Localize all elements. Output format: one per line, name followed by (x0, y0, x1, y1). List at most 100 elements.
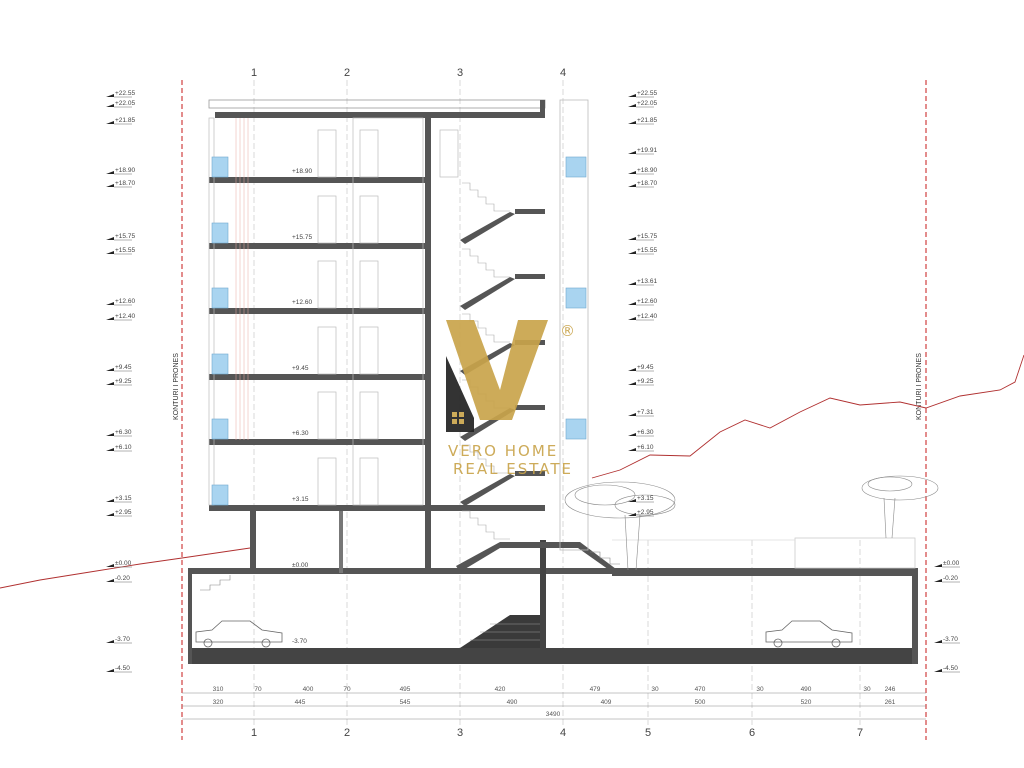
level-marker-icon (106, 121, 114, 124)
level-label: +2.95 (637, 509, 654, 516)
dimension-label: 30 (651, 686, 659, 693)
grid-label: 5 (645, 727, 651, 739)
level-label: +15.75 (115, 233, 135, 240)
level-marker-icon (106, 302, 114, 305)
right-level-markers: +22.55+22.05+21.85+19.91+18.90+18.70+15.… (628, 90, 657, 517)
level-marker-icon (628, 184, 636, 187)
basement (188, 540, 918, 664)
level-marker-icon (106, 237, 114, 240)
level-label: -0.20 (115, 575, 130, 582)
level-label: +18.90 (115, 167, 135, 174)
dimension-label: 261 (885, 699, 896, 706)
level-label: +15.55 (637, 247, 657, 254)
level-marker-icon (106, 640, 114, 643)
level-marker-icon (106, 94, 114, 97)
level-marker-icon (628, 237, 636, 240)
level-marker-icon (628, 171, 636, 174)
total-dimension: 3490 (546, 711, 561, 718)
far-right-level-markers: ±0.00-0.20-3.70-4.50 (934, 560, 960, 673)
level-label: -4.50 (115, 665, 130, 672)
level-label: +18.70 (637, 180, 657, 187)
grid-label: 7 (857, 727, 863, 739)
level-label: +22.55 (115, 90, 135, 97)
level-marker-icon (628, 513, 636, 516)
level-label: +3.15 (115, 495, 132, 502)
level-label: +6.10 (115, 444, 132, 451)
grid-label: 1 (251, 67, 257, 79)
level-marker-icon (628, 94, 636, 97)
grid-lines (253, 80, 861, 725)
level-label: +15.75 (637, 233, 657, 240)
dimension-label: 479 (590, 686, 601, 693)
terrain-line-left (0, 547, 251, 589)
floor-level: +12.60 (292, 299, 312, 306)
level-label: +22.55 (637, 90, 657, 97)
floor-level: +6.30 (292, 430, 309, 437)
property-lines (181, 80, 927, 740)
dimension-label: 310 (213, 686, 224, 693)
level-label: +22.05 (637, 100, 657, 107)
dimension-label: 470 (695, 686, 706, 693)
level-label: +12.40 (115, 313, 135, 320)
level-label: +18.70 (115, 180, 135, 187)
level-label: +6.30 (115, 429, 132, 436)
dimension-label: 545 (400, 699, 411, 706)
car-icon (195, 620, 283, 648)
level-label: +6.30 (637, 429, 654, 436)
level-marker-icon (628, 382, 636, 385)
level-label: +9.25 (637, 378, 654, 385)
level-marker-icon (628, 499, 636, 502)
level-label: +19.91 (637, 147, 657, 154)
floor-level: +3.15 (292, 496, 309, 503)
dimension-label: 70 (254, 686, 262, 693)
level-marker-icon (106, 513, 114, 516)
floor-level: +18.90 (292, 168, 312, 175)
level-marker-icon (934, 579, 942, 582)
grid-label: 3 (457, 67, 463, 79)
level-label: +6.10 (637, 444, 654, 451)
level-marker-icon (628, 251, 636, 254)
dimension-label: 30 (756, 686, 764, 693)
floor-level: +9.45 (292, 365, 309, 372)
level-marker-icon (106, 171, 114, 174)
dimension-label: 520 (801, 699, 812, 706)
floor-level: +15.75 (292, 234, 312, 241)
level-marker-icon (628, 302, 636, 305)
dimension-lines (182, 692, 926, 720)
level-label: +9.45 (115, 364, 132, 371)
tree-icon (861, 475, 939, 539)
brand-subtitle: REAL ESTATE (453, 460, 573, 478)
level-label: +21.85 (637, 117, 657, 124)
grid-label: 4 (560, 727, 566, 739)
level-label: ±0.00 (943, 560, 960, 567)
grid-labels-top: 1 2 3 4 (251, 67, 566, 79)
registered-mark: ® (560, 322, 577, 340)
dimension-label: 409 (601, 699, 612, 706)
dimension-label: 495 (400, 686, 411, 693)
left-level-markers: +22.55+22.05+21.85+18.90+18.70+15.75+15.… (106, 90, 135, 673)
level-marker-icon (934, 640, 942, 643)
level-marker-icon (106, 184, 114, 187)
level-marker-icon (628, 151, 636, 154)
level-label: -3.70 (115, 636, 130, 643)
level-marker-icon (106, 251, 114, 254)
level-marker-icon (628, 448, 636, 451)
brand-name: VERO HOME (448, 442, 558, 460)
dimension-label: 500 (695, 699, 706, 706)
level-marker-icon (106, 579, 114, 582)
level-label: -0.20 (943, 575, 958, 582)
level-label: +12.60 (115, 298, 135, 305)
level-marker-icon (628, 104, 636, 107)
level-label: +9.45 (637, 364, 654, 371)
level-marker-icon (628, 368, 636, 371)
terrain-line-right (591, 354, 1024, 479)
level-marker-icon (934, 564, 942, 567)
level-marker-icon (106, 433, 114, 436)
grid-label: 3 (457, 727, 463, 739)
level-label: -3.70 (943, 636, 958, 643)
level-label: +12.40 (637, 313, 657, 320)
level-marker-icon (106, 368, 114, 371)
level-marker-icon (934, 669, 942, 672)
dimension-label: 246 (885, 686, 896, 693)
